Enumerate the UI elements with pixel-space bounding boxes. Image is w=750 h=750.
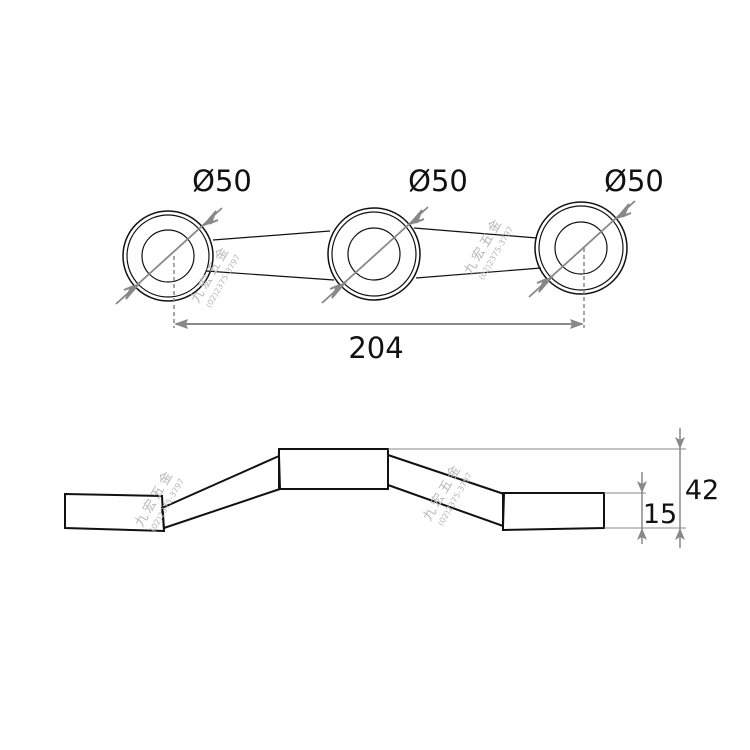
spacing-label: 204 <box>348 331 403 365</box>
watermark-top-left: 九宏五金 (02)2375-3797 <box>188 242 242 309</box>
spacing-dimension <box>173 248 585 329</box>
arm-edge-left-upper <box>212 230 331 241</box>
diameter-leader-center <box>321 206 429 304</box>
watermark-side-right: 九宏五金 (02)2375-3797 <box>420 460 474 527</box>
thickness-label: 15 <box>643 499 677 530</box>
side-right-pad <box>502 492 605 532</box>
side-left-pad <box>64 492 166 533</box>
arm-edge-right-lower <box>415 267 542 279</box>
ring-center <box>327 207 421 301</box>
watermark-top-right: 九宏五金 (02)2375-3797 <box>461 214 515 281</box>
diameter-leader-left <box>115 207 223 305</box>
ring-right <box>534 201 628 295</box>
arm-edge-right-upper <box>413 227 538 239</box>
diameter-label-right: Ø50 <box>604 164 664 198</box>
diameter-leader-right <box>528 200 636 298</box>
diameter-label-center: Ø50 <box>408 164 468 198</box>
top-view: Ø50 Ø50 Ø50 204 九宏五金 (02)2375-3797 九宏五金 … <box>115 164 664 365</box>
arm-edge-left-lower <box>205 270 335 281</box>
thickness-dimension <box>604 472 686 544</box>
diameter-label-left: Ø50 <box>192 164 252 198</box>
height-label: 42 <box>685 475 719 506</box>
ring-left <box>122 210 214 302</box>
side-center-pad <box>278 448 389 490</box>
